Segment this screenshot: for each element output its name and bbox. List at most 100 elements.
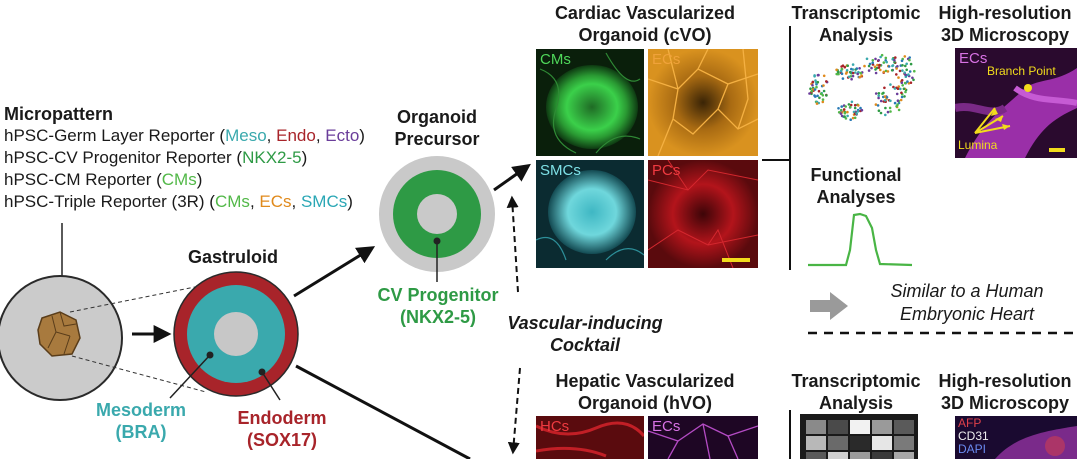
umap-scatter [808, 53, 916, 121]
reporter-line-triple: hPSC-Triple Reporter (3R) (CMs, ECs, SMC… [4, 192, 353, 212]
umap-point [816, 73, 820, 77]
panel-cms-label: CMs [540, 51, 571, 68]
umap-point [870, 66, 873, 70]
umap-point [865, 57, 869, 61]
similar-line1: Similar to a Human [890, 281, 1044, 301]
separator: , [291, 192, 301, 211]
umap-point [844, 72, 848, 75]
umap-point [877, 109, 881, 112]
reporter-line-germ-layer: hPSC-Germ Layer Reporter (Meso, Endo, Ec… [4, 126, 365, 146]
umap-point [885, 60, 888, 64]
panel-smcs-label: SMCs [540, 162, 581, 179]
stain-afp: AFP [958, 416, 982, 430]
umap-point [899, 87, 902, 91]
umap-point [905, 62, 908, 66]
cocktail-label-line1: Vascular-inducing [507, 313, 663, 333]
panel-hcs: HCs [536, 416, 644, 459]
umap-point [900, 91, 903, 95]
similar-line2: Embryonic Heart [899, 304, 1035, 324]
umap-point [905, 68, 908, 72]
umap-point [851, 74, 855, 78]
umap-point [886, 110, 890, 114]
umap-point [809, 87, 812, 90]
endoderm-pointer [261, 371, 281, 401]
umap-point [895, 92, 899, 96]
umap-point [877, 59, 880, 62]
umap-point [850, 100, 854, 104]
umap-point [843, 115, 846, 118]
umap-point [840, 105, 843, 108]
umap-point [813, 74, 816, 77]
umap-point [851, 116, 855, 120]
umap-point [902, 87, 906, 91]
hepatic-title-line2: Organoid (hVO) [578, 393, 712, 413]
umap-point [889, 110, 892, 113]
umap-point [860, 74, 863, 77]
umap-point [810, 89, 813, 93]
umap-point [846, 114, 849, 118]
panel-smcs-image [536, 170, 644, 261]
scale-bar [722, 258, 750, 262]
umap-point [882, 91, 885, 95]
highres2-title-line1: High-resolution [938, 371, 1072, 391]
umap-point [871, 61, 874, 65]
umap-point [858, 75, 861, 79]
umap-point [874, 57, 877, 61]
umap-point [855, 67, 859, 70]
umap-point [814, 79, 817, 82]
umap-point [882, 70, 886, 74]
hepatic-heatmap [800, 414, 918, 459]
umap-point [898, 69, 902, 73]
umap-point [859, 71, 862, 75]
separator: ) [196, 170, 203, 189]
transcriptomic-title-line2: Analysis [818, 25, 894, 45]
umap-point [877, 94, 880, 98]
umap-point [867, 64, 871, 68]
panel-smcs: SMCs [536, 160, 644, 268]
umap-point [817, 89, 821, 93]
umap-point [811, 80, 815, 84]
umap-point [879, 99, 883, 103]
umap-point [808, 92, 811, 95]
umap-point [874, 92, 878, 95]
umap-point [851, 71, 855, 75]
umap-point [904, 64, 907, 68]
umap-point [900, 95, 904, 99]
ecto-label: Ecto [325, 126, 360, 145]
umap-point [900, 59, 904, 63]
umap-point [912, 78, 915, 82]
panel-cms-image [539, 52, 641, 154]
umap-point [857, 104, 860, 107]
umap-point [907, 82, 911, 85]
umap-point [900, 81, 904, 84]
umap-point [821, 98, 825, 101]
mesoderm-marker: (BRA) [115, 422, 167, 442]
reporter-line-cm: hPSC-CM Reporter (CMs) [4, 170, 202, 190]
umap-point [879, 55, 882, 59]
umap-point [900, 79, 904, 82]
umap-point [816, 94, 819, 98]
umap-point [851, 63, 855, 66]
arrow-to-precursor [293, 246, 376, 298]
endo-label: Endo [276, 126, 316, 145]
highres-title-line1: High-resolution [938, 3, 1072, 23]
umap-point [859, 106, 862, 110]
umap-point [897, 108, 901, 112]
umap-point [871, 59, 875, 62]
umap-point [825, 94, 828, 97]
highres2-title-line2: 3D Microscopy [940, 393, 1070, 413]
stain-cd31: CD31 [958, 429, 989, 443]
umap-point [819, 92, 823, 95]
umap-point [901, 64, 904, 67]
cms-label: CMs [161, 170, 197, 189]
umap-point [897, 85, 900, 88]
umap-point [837, 70, 840, 74]
umap-point [839, 112, 843, 115]
umap-point [877, 96, 880, 100]
separator: ) [301, 148, 308, 167]
umap-point [895, 73, 898, 76]
reporter-line-cv-progenitor: hPSC-CV Progenitor Reporter (NKX2-5) [4, 148, 307, 168]
separator: ) [347, 192, 353, 211]
umap-point [893, 101, 897, 105]
umap-point [850, 67, 853, 71]
